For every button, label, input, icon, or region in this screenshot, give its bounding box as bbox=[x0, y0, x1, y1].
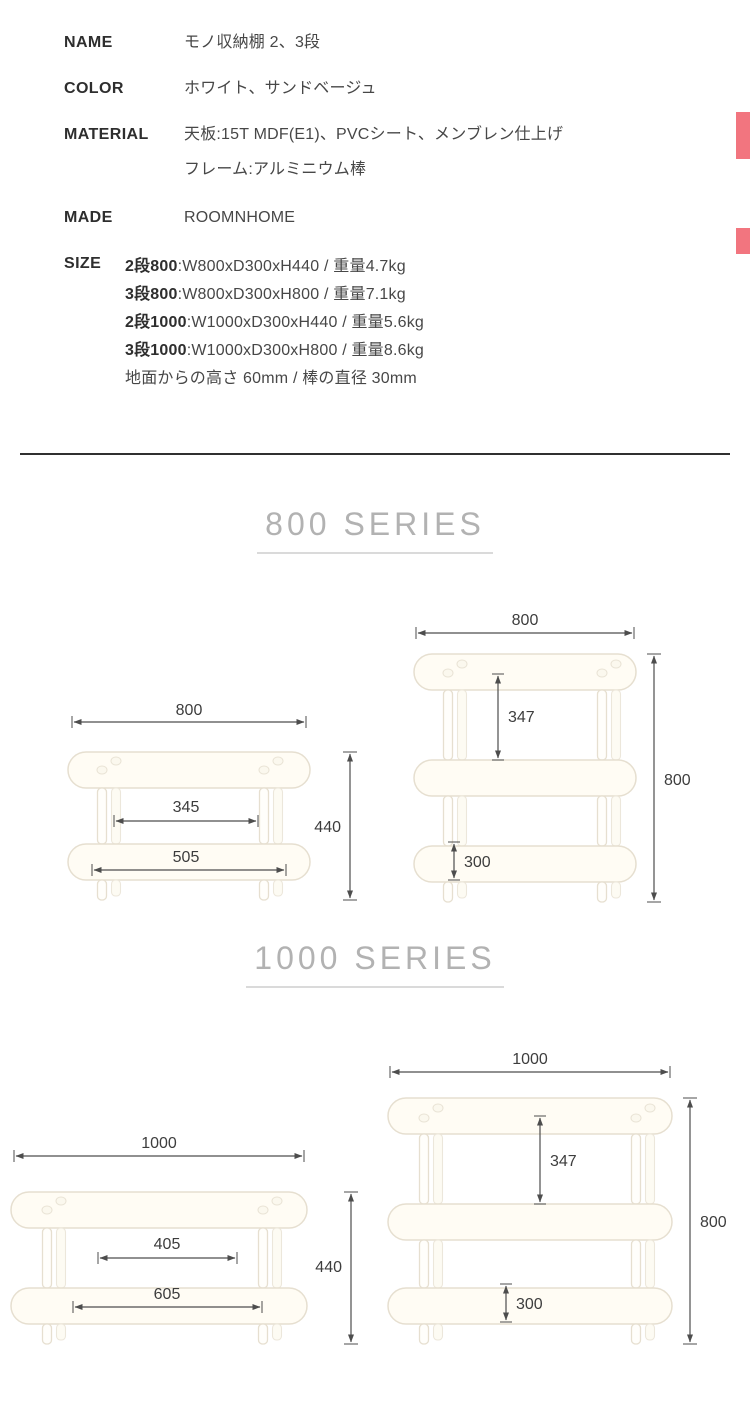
dim-width: 1000 bbox=[389, 1051, 671, 1078]
dim-width: 1000 bbox=[13, 1135, 305, 1162]
shelf-bottom bbox=[387, 1287, 673, 1325]
legs-upper-gap bbox=[96, 787, 284, 845]
spec-table: NAME モノ収納棚 2、3段 COLOR ホワイト、サンドベージュ MATER… bbox=[64, 32, 736, 393]
spec-value-color: ホワイト、サンドベージュ bbox=[184, 80, 377, 97]
dim-height-label: 440 bbox=[315, 1259, 342, 1276]
shelf-middle bbox=[413, 759, 637, 797]
dim-width-value: 800 bbox=[176, 702, 203, 719]
dim-outer-label: 505 bbox=[173, 849, 200, 866]
feet bbox=[442, 881, 622, 903]
dim-lower-gap: 300 bbox=[500, 1283, 543, 1323]
dim-height: 440 bbox=[314, 751, 357, 901]
dim-inner-span: 345 bbox=[113, 799, 259, 827]
spec-label-size: SIZE bbox=[64, 255, 102, 272]
dim-width-label: 1000 bbox=[141, 1135, 177, 1152]
leg-caps bbox=[41, 1196, 283, 1215]
size-variant-spec: :W800xD300xH440 / 重量4.7kg bbox=[177, 258, 406, 275]
diagram-800-two-tier: 345 800 345 505 440 bbox=[67, 702, 357, 901]
dim-upper-gap: 347 bbox=[492, 673, 535, 761]
dim-width-label: 1000 bbox=[512, 1051, 548, 1068]
size-variant-spec: :W800xD300xH800 / 重量7.1kg bbox=[177, 286, 406, 303]
spec-label-color: COLOR bbox=[64, 80, 124, 97]
legs-upper-gap bbox=[418, 1133, 656, 1205]
dim-inner-label: 345 bbox=[173, 799, 200, 816]
dim-height: 800 bbox=[647, 653, 691, 903]
spec-row-color: COLOR ホワイト、サンドベージュ bbox=[64, 78, 736, 100]
series-1000-heading: 1000 SERIES bbox=[0, 940, 750, 988]
leg-caps bbox=[418, 1103, 656, 1123]
size-variant-spec: :W1000xD300xH800 / 重量8.6kg bbox=[186, 342, 425, 359]
feet bbox=[41, 1323, 283, 1345]
dim-lower-gap-label: 300 bbox=[516, 1296, 543, 1313]
size-note: 地面からの高さ 60mm / 棒の直径 30mm bbox=[125, 370, 417, 387]
material-line-frame: フレーム:アルミニウム棒 bbox=[184, 161, 367, 178]
dim-height-label: 440 bbox=[314, 819, 341, 836]
shelf-top bbox=[67, 751, 311, 789]
dim-height: 800 bbox=[683, 1097, 727, 1345]
dim-height-label: 800 bbox=[664, 772, 691, 789]
leg-caps bbox=[442, 659, 622, 678]
dim-upper-gap: 347 bbox=[534, 1115, 577, 1205]
diagram-800-three-tier: 800 347 300 800 bbox=[413, 612, 691, 903]
size-variant-name: 3段800 bbox=[125, 286, 178, 303]
size-lines: 2段800:W800xD300xH440 / 重量4.7kg 3段800:W80… bbox=[125, 253, 424, 393]
spec-label-material: MATERIAL bbox=[64, 126, 149, 143]
shelf-top bbox=[10, 1191, 308, 1229]
dim-width: 800 bbox=[415, 612, 635, 639]
material-line-top: 天板:15T MDF(E1)、PVCシート、メンブレン仕上げ bbox=[184, 126, 564, 143]
series-1000-title-text: 1000 SERIES bbox=[246, 940, 504, 988]
dim-width-label: 800 bbox=[512, 612, 539, 629]
section-divider bbox=[20, 453, 730, 455]
dim-outer-label: 605 bbox=[154, 1286, 181, 1303]
dim-inner-label: 405 bbox=[154, 1236, 181, 1253]
spec-label-name: NAME bbox=[64, 34, 113, 51]
diagram-1000-three-tier: 1000 347 300 800 bbox=[387, 1051, 727, 1345]
size-line-3dan-800: 3段800:W800xD300xH800 / 重量7.1kg bbox=[125, 281, 424, 309]
spec-label-made: MADE bbox=[64, 209, 113, 226]
dim-height-label: 800 bbox=[700, 1214, 727, 1231]
size-variant-spec: :W1000xD300xH440 / 重量5.6kg bbox=[186, 314, 425, 331]
dim-outer-span: 605 bbox=[72, 1286, 263, 1313]
series-800-heading: 800 SERIES bbox=[0, 506, 750, 554]
leg-caps bbox=[96, 756, 284, 775]
legs-lower-gap bbox=[442, 795, 622, 847]
shelf-top bbox=[387, 1097, 673, 1135]
dim-upper-gap-label: 347 bbox=[550, 1153, 577, 1170]
size-variant-name: 2段800 bbox=[125, 258, 178, 275]
dim-inner-span: 405 bbox=[97, 1236, 238, 1264]
size-variant-name: 2段1000 bbox=[125, 314, 187, 331]
pink-ribbon-bottom bbox=[736, 228, 750, 254]
spec-row-material: MATERIAL 天板:15T MDF(E1)、PVCシート、メンブレン仕上げ … bbox=[64, 124, 736, 181]
feet bbox=[418, 1323, 656, 1345]
dim-upper-gap-label: 347 bbox=[508, 709, 535, 726]
spec-value-name: モノ収納棚 2、3段 bbox=[184, 34, 321, 51]
spec-value-material: 天板:15T MDF(E1)、PVCシート、メンブレン仕上げ フレーム:アルミニ… bbox=[184, 124, 563, 181]
legs-upper-gap bbox=[442, 689, 622, 761]
dim-lower-gap-label: 300 bbox=[464, 854, 491, 871]
series-800-title-text: 800 SERIES bbox=[257, 506, 493, 554]
diagram-1000-two-tier: 1000 405 605 440 bbox=[10, 1135, 358, 1345]
spec-value-made: ROOMNHOME bbox=[184, 209, 296, 226]
spec-row-made: MADE ROOMNHOME bbox=[64, 207, 736, 229]
shelf-top bbox=[413, 653, 637, 691]
dim-lower-gap: 300 bbox=[448, 841, 491, 881]
shelf-bottom bbox=[413, 845, 637, 883]
size-variant-name: 3段1000 bbox=[125, 342, 187, 359]
spec-row-size: SIZE 2段800:W800xD300xH440 / 重量4.7kg 3段80… bbox=[64, 253, 736, 393]
dim-height: 440 bbox=[315, 1191, 358, 1345]
dim-width: 345 800 bbox=[71, 702, 307, 728]
spec-row-name: NAME モノ収納棚 2、3段 bbox=[64, 32, 736, 54]
size-line-2dan-1000: 2段1000:W1000xD300xH440 / 重量5.6kg bbox=[125, 309, 424, 337]
size-line-3dan-1000: 3段1000:W1000xD300xH800 / 重量8.6kg bbox=[125, 337, 424, 365]
shelf-middle bbox=[387, 1203, 673, 1241]
legs-lower-gap bbox=[418, 1239, 656, 1289]
feet bbox=[96, 879, 284, 901]
size-line-2dan-800: 2段800:W800xD300xH440 / 重量4.7kg bbox=[125, 253, 424, 281]
dim-outer-span: 505 bbox=[91, 849, 287, 876]
pink-ribbon-top bbox=[736, 112, 750, 159]
